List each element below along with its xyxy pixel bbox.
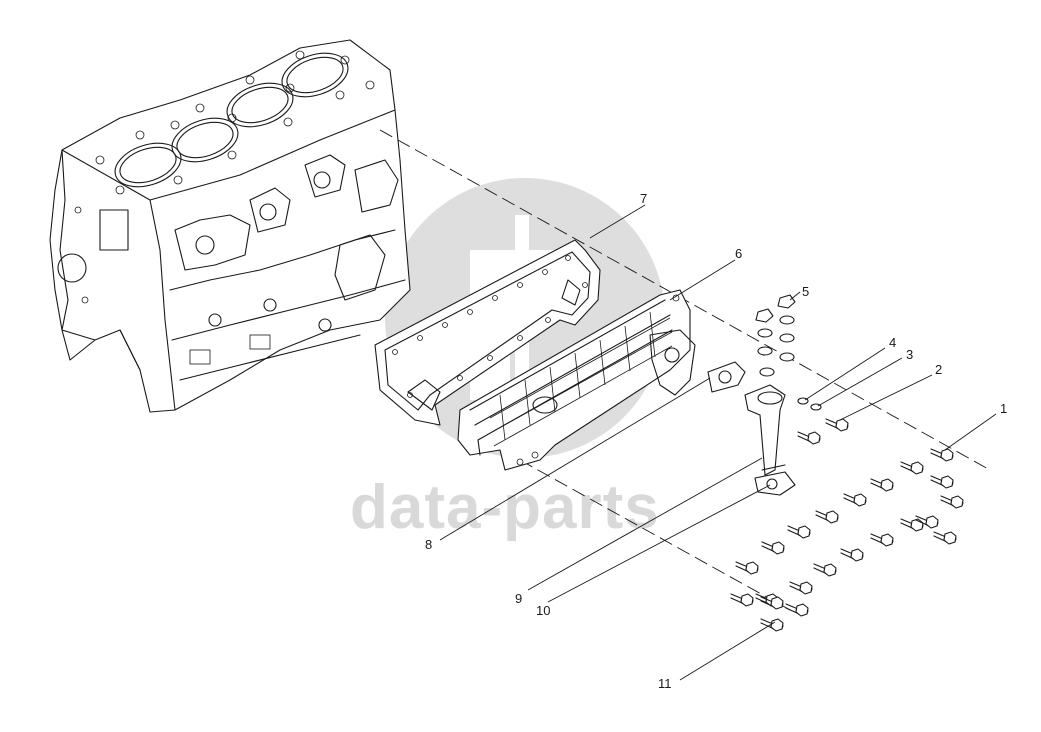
bolt [930,475,954,489]
bolt [760,596,784,610]
callout-8: 8 [425,537,432,552]
callout-10: 10 [536,603,550,618]
bolt [813,563,837,577]
callout-7: 7 [640,191,647,206]
callout-3: 3 [906,347,913,362]
bolt [789,581,813,595]
bolt [900,461,924,475]
small-gasket [707,361,746,393]
oil-cooler [457,289,696,471]
oil-tube [744,384,786,476]
bolt [843,493,867,507]
bolt [940,495,964,509]
bolt [761,541,785,555]
bolt [840,548,864,562]
callout-5: 5 [802,284,809,299]
bolt [760,618,784,632]
tube-gasket [754,471,796,496]
bolt [930,448,954,462]
bolt [787,525,811,539]
callout-labels: 1 2 3 4 5 6 7 8 9 10 11 [425,191,1007,691]
callout-9: 9 [515,591,522,606]
bolt [915,515,939,529]
leader-lines [439,204,997,681]
bolt [785,603,809,617]
bolt [870,533,894,547]
bolt [900,518,924,532]
bolt [735,561,759,575]
bolts [730,418,964,632]
bolt [933,531,957,545]
bolt [815,510,839,524]
watermark-text: data-parts [350,473,660,542]
bolt [730,593,754,607]
engine-block [49,39,411,413]
bolt [870,478,894,492]
bolt [797,431,821,445]
callout-6: 6 [735,246,742,261]
callout-11: 11 [658,676,672,691]
callout-1: 1 [1000,401,1007,416]
callout-2: 2 [935,362,942,377]
oil-cooler-gasket [374,239,601,426]
callout-4: 4 [889,335,896,350]
bolt [825,418,849,432]
